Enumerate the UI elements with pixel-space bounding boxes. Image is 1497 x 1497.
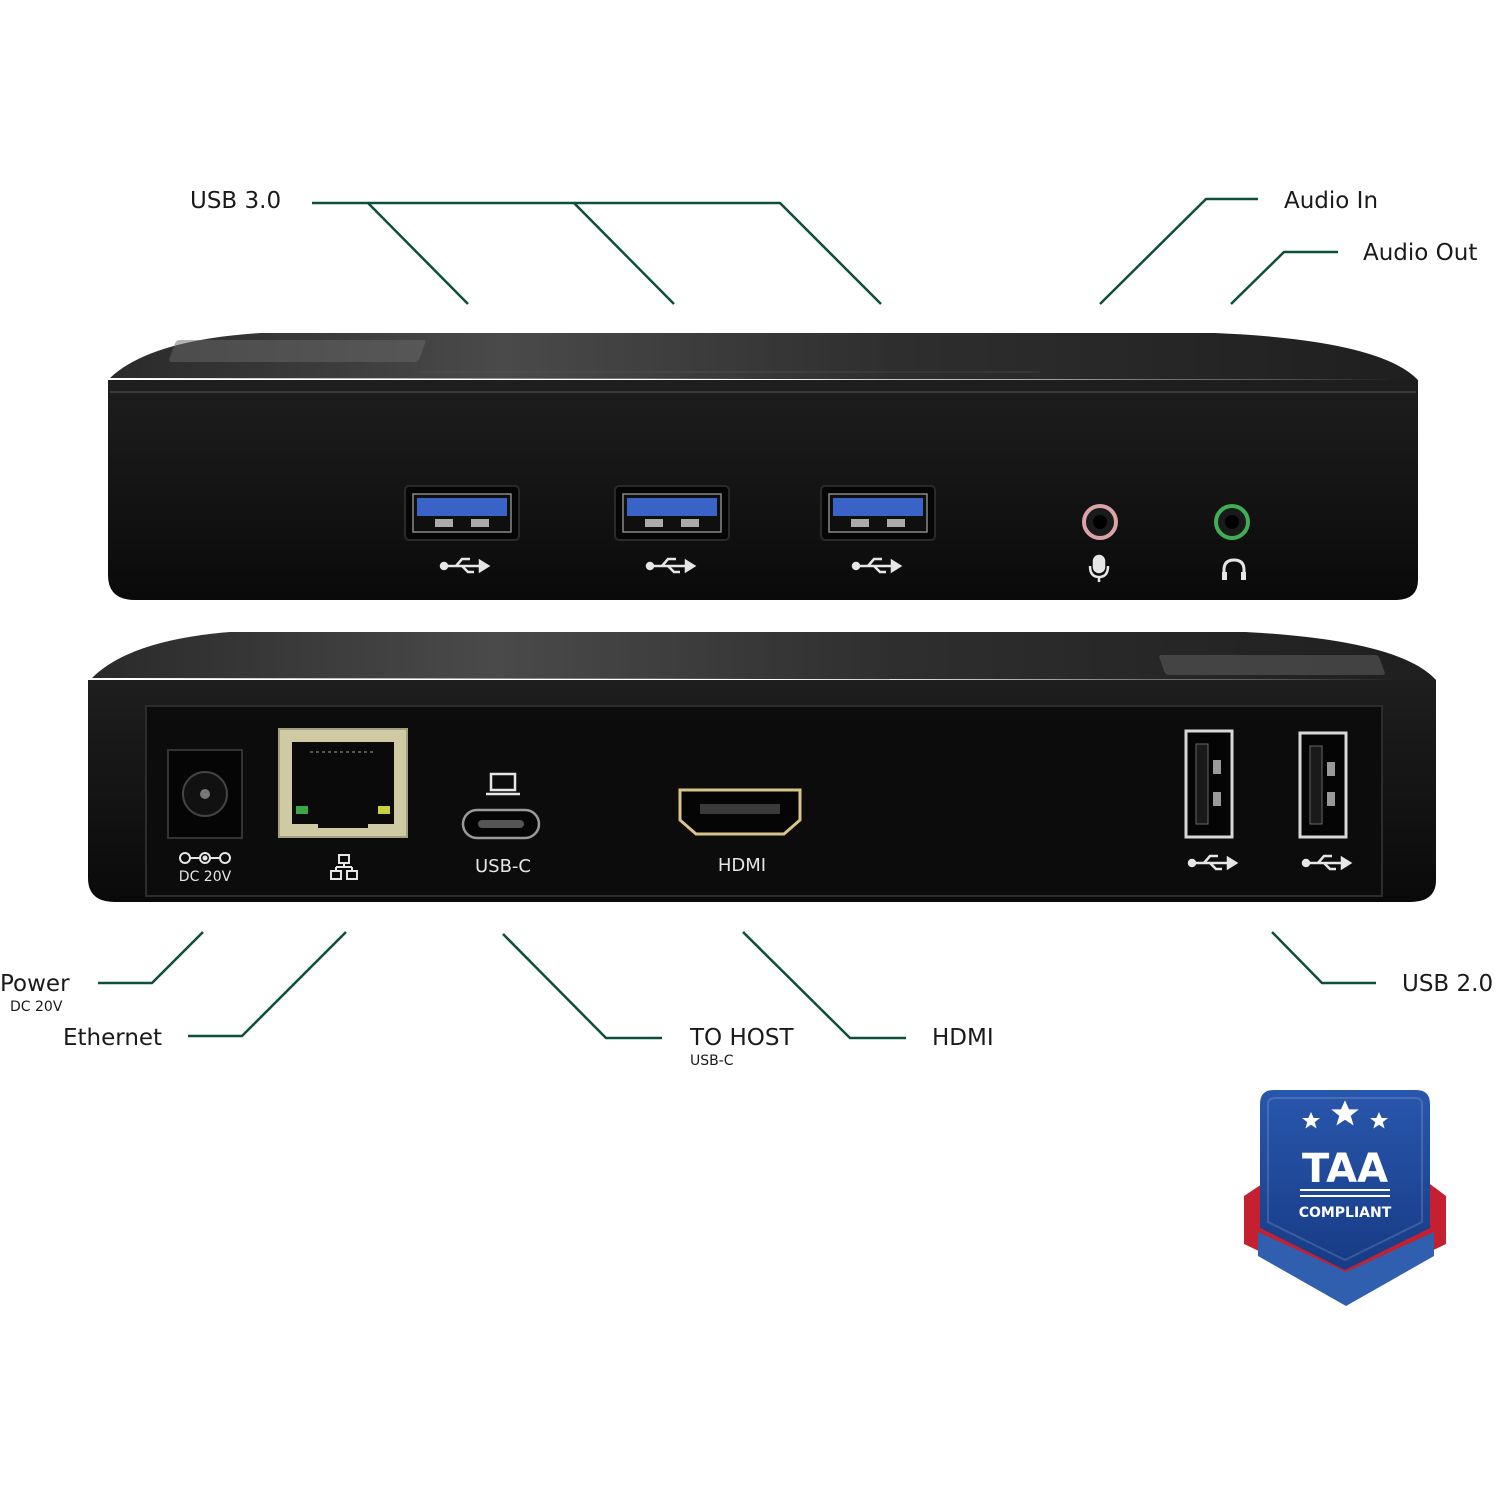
leader-usb3-2 <box>368 201 675 305</box>
label-audio-out: Audio Out <box>1363 240 1478 266</box>
ethernet-port <box>278 728 408 838</box>
device-rear-top <box>92 632 1436 680</box>
usbc-port <box>461 808 541 840</box>
usb-icon <box>645 557 697 574</box>
microphone-icon <box>1088 554 1110 582</box>
badge-shield-border <box>1267 1097 1423 1262</box>
device-rear-view: DC 20V USB-C HDMI <box>88 632 1436 902</box>
badge-shield-bottom <box>1258 1232 1434 1306</box>
usb-icon <box>1187 854 1239 871</box>
audio-in-jack <box>1082 504 1118 540</box>
device-front-top <box>110 333 1418 380</box>
network-icon <box>330 854 358 880</box>
leader-usb3-3 <box>574 201 882 305</box>
badge-subtitle: COMPLIANT <box>1299 1205 1392 1221</box>
star-icon <box>1302 1100 1388 1129</box>
label-to-host: TO HOST <box>690 1025 794 1051</box>
label-usb2: USB 2.0 <box>1402 971 1494 997</box>
usb-icon <box>1301 854 1353 871</box>
usb3-port-1 <box>404 485 520 541</box>
label-ethernet: Ethernet <box>63 1025 163 1051</box>
usb3-port-2 <box>614 485 730 541</box>
label-power: Power <box>0 971 70 997</box>
dc-power-jack <box>167 749 243 839</box>
badge-shield <box>1260 1090 1430 1270</box>
usb3-port-3 <box>820 485 936 541</box>
leader-ethernet <box>188 931 347 1038</box>
headphone-icon <box>1222 558 1246 580</box>
leader-audio-in <box>1099 197 1258 305</box>
usb-icon <box>851 557 903 574</box>
leader-lines <box>98 197 1376 1040</box>
hdmi-port <box>678 788 802 836</box>
badge-title: TAA <box>1302 1146 1388 1192</box>
label-hdmi: HDMI <box>932 1025 994 1051</box>
label-usb3: USB 3.0 <box>190 188 282 214</box>
device-front-view <box>108 333 1418 600</box>
logo-plugable-front <box>169 340 1040 373</box>
taa-compliant-badge: TAA COMPLIANT <box>1244 1090 1446 1306</box>
leader-usb2 <box>1271 931 1376 985</box>
usb2-port-2 <box>1298 731 1348 839</box>
device-front-body <box>108 380 1418 600</box>
hdmi-port-label: HDMI <box>718 855 766 876</box>
usb2-port-1 <box>1184 729 1234 839</box>
usb-icon <box>439 557 491 574</box>
laptop-icon <box>486 772 520 796</box>
audio-out-jack <box>1214 504 1250 540</box>
leader-power <box>98 931 204 985</box>
logo-plugable-rear <box>1159 655 1385 675</box>
dc-label: DC 20V <box>179 869 232 885</box>
usbc-label: USB-C <box>475 856 531 877</box>
leader-hdmi <box>742 931 906 1040</box>
leader-usb3-1 <box>312 201 469 305</box>
leader-to-host <box>502 933 662 1040</box>
label-to-host-sub: USB-C <box>690 1053 734 1069</box>
leader-audio-out <box>1230 250 1338 305</box>
label-power-sub: DC 20V <box>10 999 63 1015</box>
label-audio-in: Audio In <box>1284 188 1379 214</box>
dc-polarity-icon <box>179 852 231 864</box>
